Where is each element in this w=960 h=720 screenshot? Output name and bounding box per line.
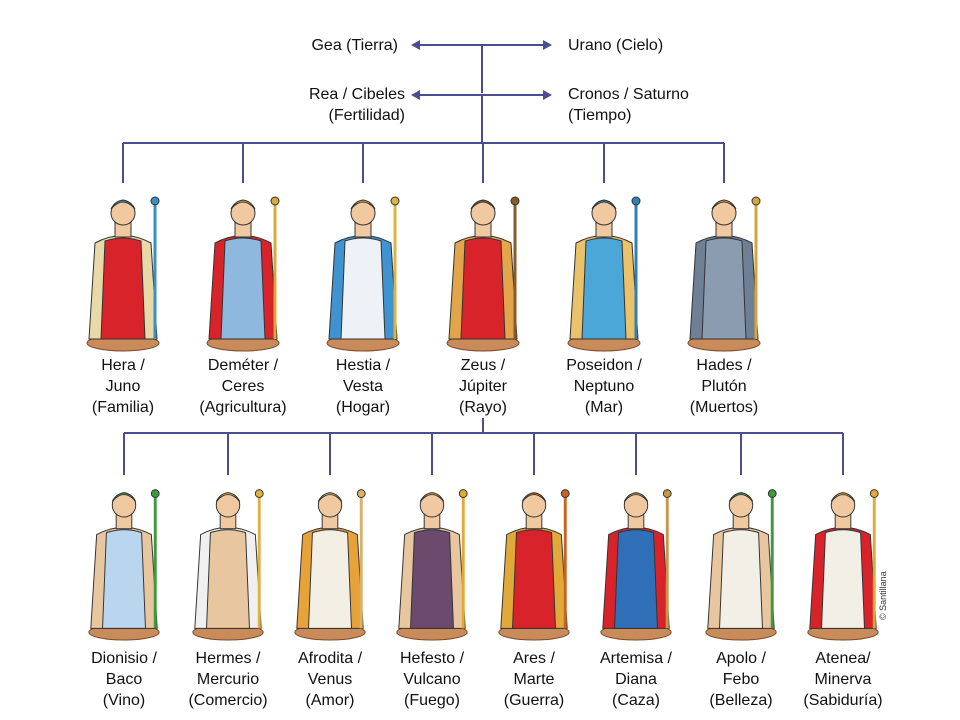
label-line: Mercurio [196, 671, 260, 688]
label-line: Febo [722, 671, 760, 688]
afrodita-figure-icon [294, 489, 366, 641]
dionisio-figure-icon [88, 489, 160, 641]
god-label-hestia: Hestia / Vesta (Hogar) [298, 355, 428, 418]
label-line: Artemisa / [599, 650, 672, 667]
label-line: Minerva [814, 671, 872, 688]
hades-figure-icon [687, 196, 761, 352]
label-line: Deméter / [207, 357, 279, 374]
label-line: Diana [615, 671, 657, 688]
label-line: (Fertilidad) [328, 107, 405, 124]
label-line: (Belleza) [709, 692, 773, 709]
hera-figure-icon [86, 196, 160, 352]
label-line: Hera / [101, 357, 145, 374]
god-label-hades: Hades / Plutón (Muertos) [659, 355, 789, 418]
titan-label-cronos: Cronos / Saturno (Tiempo) [568, 84, 689, 126]
copyright-notice: © Santillana [878, 571, 888, 620]
ares-figure-icon [498, 489, 570, 641]
label-line: Venus [307, 671, 353, 688]
label-line: Ceres [221, 378, 265, 395]
label-line: Baco [105, 671, 143, 688]
zeus-figure-icon [446, 196, 520, 352]
arrow-left-icon [411, 90, 420, 100]
hermes-figure-icon [192, 489, 264, 641]
label-line: Júpiter [458, 378, 508, 395]
label-line: Neptuno [573, 378, 635, 395]
god-label-apolo: Apolo / Febo (Belleza) [676, 648, 806, 711]
god-label-artemisa: Artemisa / Diana (Caza) [571, 648, 701, 711]
label-line: (Familia) [91, 399, 155, 416]
label-line: (Fuego) [403, 692, 461, 709]
label-line: Vesta [342, 378, 384, 395]
label-line: (Sabiduría) [803, 692, 883, 709]
label-line: Hefesto / [399, 650, 465, 667]
apolo-figure-icon [705, 489, 777, 641]
titan-label-rea: Rea / Cibeles (Fertilidad) [309, 84, 405, 126]
label-line: Juno [105, 378, 141, 395]
label-line: Zeus / [460, 357, 506, 374]
label-line: (Rayo) [458, 399, 507, 416]
god-label-atenea: Atenea/Minerva (Sabiduría) [778, 648, 908, 711]
primordial-label-urano: Urano (Cielo) [568, 37, 664, 54]
label-line: Plutón [701, 378, 747, 395]
label-line: Rea / Cibeles [308, 86, 405, 103]
god-label-dionisio: Dionisio / Baco (Vino) [59, 648, 189, 711]
hestia-figure-icon [326, 196, 400, 352]
label-line: (Agricultura) [199, 399, 287, 416]
label-line: (Comercio) [188, 692, 268, 709]
label-line: Poseidon / [566, 357, 642, 374]
label-line: Ares / [513, 650, 555, 667]
label-line: (Tiempo) [568, 107, 632, 124]
label-line: (Amor) [305, 692, 355, 709]
label-line: Hades / [696, 357, 752, 374]
god-label-zeus: Zeus / Júpiter (Rayo) [418, 355, 548, 418]
primordial-label-gea: Gea (Tierra) [311, 37, 398, 54]
label-line: Vulcano [403, 671, 461, 688]
label-line: Hestia / [335, 357, 391, 374]
arrow-right-icon [543, 90, 552, 100]
tree-connectors [122, 40, 844, 475]
label-line: Hermes / [195, 650, 261, 667]
label-line: Marte [513, 671, 555, 688]
label-line: (Guerra) [503, 692, 565, 709]
label-line: Cronos / Saturno [568, 86, 689, 103]
god-label-ares: Ares / Marte (Guerra) [469, 648, 599, 711]
hefesto-figure-icon [396, 489, 468, 641]
arrow-left-icon [411, 40, 420, 50]
label-line: (Muertos) [689, 399, 759, 416]
atenea-figure-icon [807, 489, 879, 641]
label-line: Apolo / [716, 650, 766, 667]
god-label-hermes: Hermes / Mercurio (Comercio) [163, 648, 293, 711]
label-line: Afrodita / [297, 650, 363, 667]
label-line: (Mar) [584, 399, 624, 416]
god-label-hera: Hera / Juno (Familia) [58, 355, 188, 418]
demeter-figure-icon [206, 196, 280, 352]
label-line: Atenea/ [815, 650, 871, 667]
artemisa-figure-icon [600, 489, 672, 641]
arrow-right-icon [543, 40, 552, 50]
god-label-afrodita: Afrodita / Venus (Amor) [265, 648, 395, 711]
label-line: (Caza) [611, 692, 660, 709]
god-label-hefesto: Hefesto / Vulcano (Fuego) [367, 648, 497, 711]
god-label-poseidon: Poseidon / Neptuno (Mar) [539, 355, 669, 418]
poseidon-figure-icon [567, 196, 641, 352]
label-line: (Vino) [102, 692, 146, 709]
god-label-demeter: Deméter / Ceres (Agricultura) [178, 355, 308, 418]
label-line: Dionisio / [91, 650, 157, 667]
label-line: (Hogar) [335, 399, 391, 416]
